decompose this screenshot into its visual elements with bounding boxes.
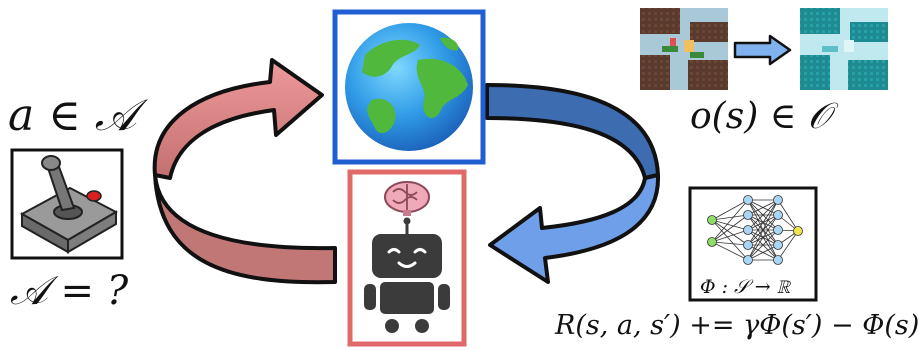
potential-network-box (688, 186, 818, 302)
observation-label: o(s) ∈ 𝒪 (690, 96, 831, 137)
world-box (332, 9, 486, 165)
agent-box (347, 169, 467, 347)
transform-arrow (733, 34, 792, 66)
action-space-label: 𝒜 = ? (10, 268, 129, 314)
neural-network-icon (707, 195, 803, 265)
controller-box (10, 148, 124, 260)
joystick-icon (19, 155, 119, 254)
observation-reward-arrow (485, 83, 661, 284)
robot-icon (364, 217, 450, 333)
reward-shaping-label: R(s, a, s′) += γΦ(s′) − Φ(s) (555, 310, 919, 341)
game-frame-original (640, 8, 728, 90)
action-label: a ∈ 𝒜 (8, 90, 137, 141)
brain-icon (384, 181, 430, 216)
observation-images (640, 8, 888, 90)
earth-globe-icon (345, 23, 473, 151)
action-arrow (152, 58, 337, 285)
potential-function-label: Φ : 𝒮 → ℝ (700, 276, 791, 298)
game-frame-transformed (800, 8, 888, 90)
